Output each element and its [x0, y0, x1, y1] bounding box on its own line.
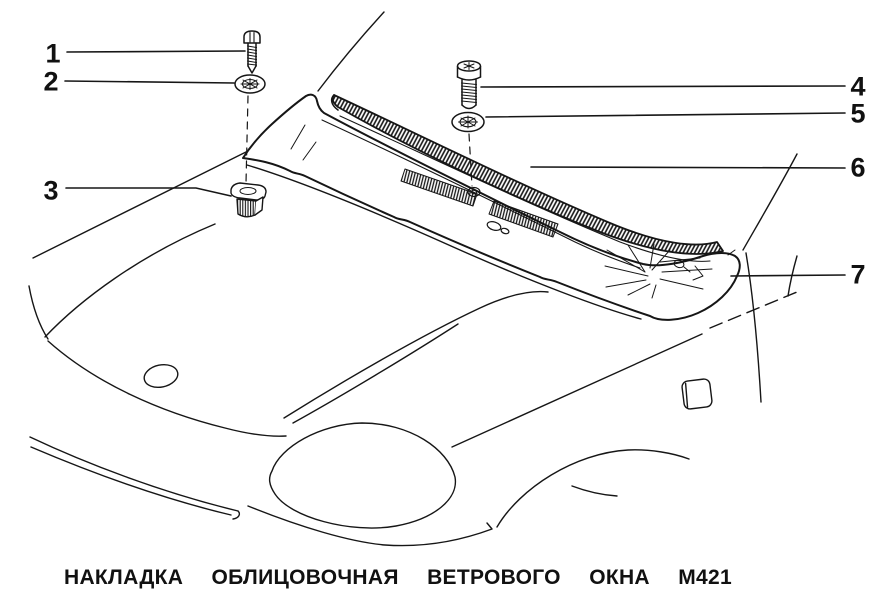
leader-2	[64, 80, 235, 84]
clip-seat-detail	[486, 221, 510, 235]
callout-label-3: 3	[43, 175, 59, 206]
fasteners	[230, 30, 485, 218]
caption-word-4: ОКНА	[589, 566, 650, 589]
wheel-arch-inner	[571, 485, 618, 497]
windshield-pillar-line	[317, 11, 385, 92]
callout-label-1: 1	[45, 38, 61, 69]
leader-5	[485, 112, 846, 118]
assembly-axis-center	[468, 133, 473, 187]
leader-3	[65, 187, 232, 197]
screw-4	[456, 60, 482, 110]
windshield-molding-strip	[331, 94, 724, 255]
washer-5	[451, 111, 485, 133]
bumper-lower-line	[247, 505, 493, 547]
bumper-end-hook	[232, 510, 241, 520]
side-marker-lamp	[681, 378, 713, 410]
callout-label-6: 6	[850, 152, 866, 183]
leader-4	[480, 85, 846, 88]
cowl-bottom-flange-line	[246, 164, 642, 320]
washer-2	[234, 74, 266, 94]
screw-hole-boss	[467, 186, 481, 198]
caption-word-1: НАКЛАДКА	[64, 566, 184, 589]
leader-6	[530, 166, 846, 169]
cowl-crease-1	[290, 124, 306, 150]
cowl-trim-panel	[242, 93, 741, 321]
leader-1	[66, 50, 246, 53]
hood-right-edge	[283, 290, 549, 419]
caption-word-5: М421	[678, 566, 732, 589]
fender-shutline	[451, 333, 703, 448]
end-cap-detail	[604, 243, 736, 299]
wheel-arch	[496, 449, 690, 528]
car-body-outline	[28, 11, 798, 547]
leader-7	[730, 274, 846, 277]
molding-lower-line	[339, 115, 711, 262]
hood-left-edge	[32, 148, 253, 259]
caption-word-2: ОБЛИЦОВОЧНАЯ	[211, 566, 399, 589]
callout-label-2: 2	[43, 66, 59, 97]
hood-badge	[143, 363, 179, 389]
hood-right-edge-2	[292, 323, 459, 424]
assembly-axis-left	[245, 95, 249, 184]
vent-grille-right	[488, 200, 559, 238]
front-left-corner	[28, 285, 49, 340]
hood-crease-line	[44, 223, 216, 338]
a-pillar-base-line	[742, 153, 798, 251]
cowl-crease-2	[302, 141, 317, 161]
callout-label-7: 7	[850, 259, 866, 290]
screw-1	[243, 30, 261, 74]
bumper-upper-line-2	[30, 446, 232, 516]
clip-3	[230, 182, 267, 218]
bumper-upper-line	[29, 436, 239, 512]
fender-rear-seam	[787, 255, 798, 297]
headlamp-outline	[268, 422, 457, 529]
hood-front-edge	[47, 340, 287, 437]
callout-label-5: 5	[850, 98, 866, 129]
diagram-caption: НАКЛАДКА ОБЛИЦОВОЧНАЯ ВЕТРОВОГО ОКНА М42…	[64, 566, 732, 590]
door-leading-edge	[745, 252, 762, 403]
leader-lines	[64, 50, 846, 277]
caption-word-3: ВЕТРОВОГО	[427, 566, 561, 589]
molding-left-tip	[330, 94, 339, 111]
callout-label-4: 4	[850, 71, 866, 102]
vent-grille-left	[400, 168, 478, 207]
